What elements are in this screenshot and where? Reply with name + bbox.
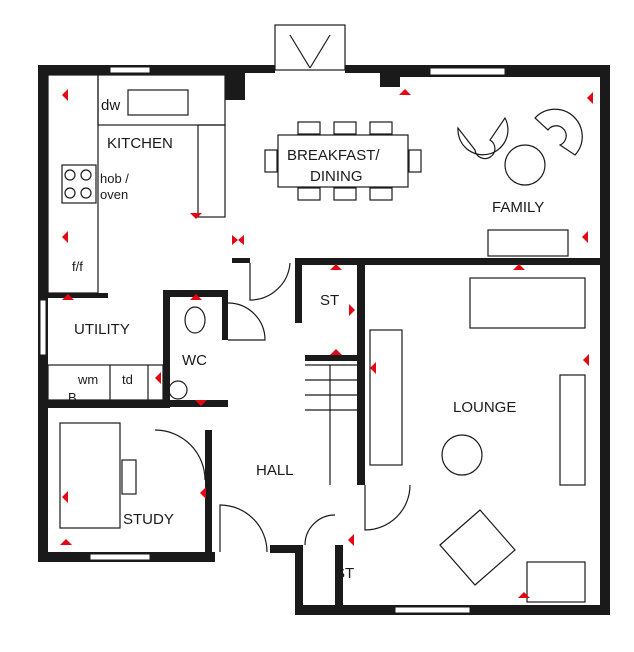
label-td: td	[122, 372, 133, 387]
label-boiler: B	[68, 390, 77, 405]
label-utility: UTILITY	[74, 321, 130, 338]
window	[109, 66, 151, 74]
window	[394, 606, 471, 614]
label-dining: DINING	[310, 168, 363, 185]
label-ff: f/f	[72, 259, 83, 274]
red-markers	[60, 89, 593, 598]
french-doors[interactable]	[274, 24, 346, 71]
label-family: FAMILY	[492, 199, 544, 216]
label-dw: dw	[101, 97, 120, 114]
doors[interactable]	[154, 262, 411, 553]
dining-table	[264, 121, 422, 201]
label-wc: WC	[182, 352, 207, 369]
label-st-lower: ST	[335, 565, 354, 582]
label-hall: HALL	[256, 462, 294, 479]
label-hob: hob /	[100, 171, 129, 186]
label-study: STUDY	[123, 511, 174, 528]
window	[39, 299, 47, 356]
label-wm: wm	[77, 372, 98, 387]
window	[429, 67, 506, 76]
label-lounge: LOUNGE	[453, 399, 516, 416]
label-breakfast: BREAKFAST/	[287, 147, 380, 164]
label-oven: oven	[100, 187, 128, 202]
kitchen-units	[47, 74, 226, 294]
family-furniture	[457, 108, 583, 257]
fixtures	[47, 306, 206, 529]
window	[89, 553, 151, 561]
lounge-furniture	[305, 277, 586, 603]
label-st-upper: ST	[320, 292, 339, 309]
label-kitchen: KITCHEN	[107, 135, 173, 152]
